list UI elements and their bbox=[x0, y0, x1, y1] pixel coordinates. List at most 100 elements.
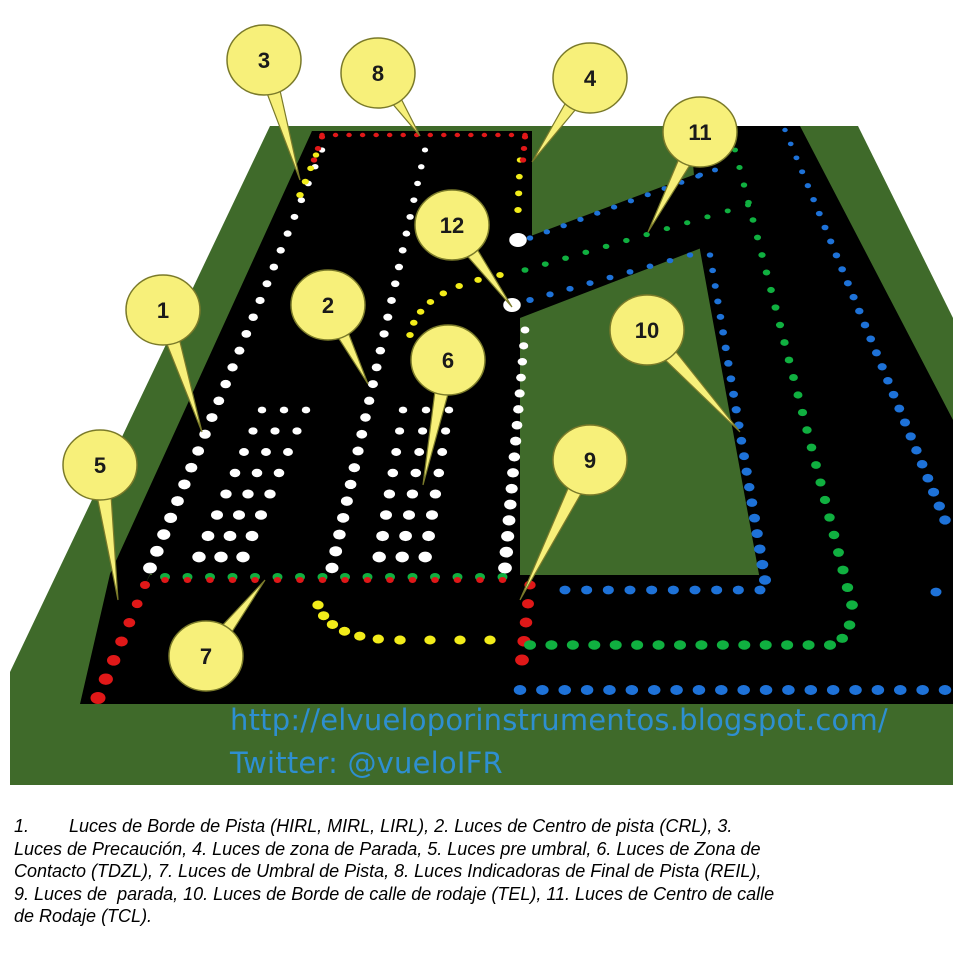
taxiway-edge-light bbox=[736, 436, 747, 445]
centerline-light bbox=[379, 330, 389, 338]
taxiway-edge-light bbox=[855, 307, 864, 315]
tdz-light bbox=[239, 448, 249, 456]
centerline-light bbox=[340, 496, 353, 506]
taxiway-edge-light bbox=[711, 585, 723, 595]
taxiway-edge-light bbox=[871, 349, 881, 357]
taxiway-edge-light bbox=[726, 375, 736, 383]
taxiway-edge-light bbox=[739, 452, 749, 461]
tdz-light bbox=[245, 530, 259, 542]
stop-bar-light bbox=[509, 233, 527, 247]
pre-threshold-light bbox=[115, 636, 128, 647]
taxiway-edge-light bbox=[815, 210, 823, 217]
callout-bubble-fill bbox=[416, 191, 488, 259]
centerline-light bbox=[410, 197, 418, 203]
taxiway-center-light bbox=[704, 214, 711, 220]
taxiway-edge-light bbox=[746, 498, 758, 507]
taxiway-edge-light bbox=[754, 544, 766, 554]
taxiway-center-light bbox=[631, 640, 644, 650]
taxiway-center-light bbox=[758, 252, 766, 258]
callout-number: 9 bbox=[584, 448, 596, 473]
runway-edge-light bbox=[519, 342, 529, 350]
caution-light bbox=[439, 290, 448, 297]
tdz-light bbox=[376, 530, 389, 542]
centerline-light bbox=[352, 446, 364, 456]
reil-light bbox=[332, 132, 339, 138]
taxiway-edge-light bbox=[670, 685, 683, 695]
taxiway-edge-light bbox=[751, 529, 763, 539]
taxiway-edge-light bbox=[692, 685, 706, 695]
centerline-light bbox=[398, 247, 407, 254]
pre-threshold-light bbox=[90, 692, 106, 704]
taxiway-edge-light bbox=[827, 238, 835, 245]
tdz-light bbox=[248, 427, 258, 435]
taxiway-edge-light bbox=[843, 280, 852, 287]
taxiway-edge-light bbox=[602, 585, 614, 595]
taxiway-edge-light bbox=[689, 585, 701, 595]
taxiway-edge-light bbox=[804, 183, 812, 189]
tdz-light bbox=[192, 551, 206, 563]
reil-light bbox=[481, 132, 488, 138]
taxiway-edge-light bbox=[744, 482, 755, 492]
runway-edge-light bbox=[157, 529, 171, 540]
caution-light bbox=[296, 192, 304, 198]
caution-light bbox=[474, 276, 482, 283]
reil-light bbox=[386, 132, 393, 138]
taxiway-edge-light bbox=[849, 293, 858, 301]
taxiway-edge-light bbox=[644, 192, 651, 198]
taxiway-edge-light bbox=[627, 198, 635, 204]
reil-light bbox=[495, 132, 501, 138]
threshold-light bbox=[273, 577, 282, 583]
taxiway-edge-light bbox=[888, 390, 899, 399]
taxiway-edge-light bbox=[721, 344, 730, 352]
tdz-light bbox=[251, 468, 263, 478]
taxiway-center-light bbox=[841, 582, 854, 593]
callout-bubble-fill bbox=[228, 26, 300, 94]
centerline-light bbox=[348, 463, 361, 473]
taxiway-edge-light bbox=[894, 685, 907, 695]
runway-end-light bbox=[520, 145, 528, 152]
callout-bubble-fill bbox=[554, 44, 626, 112]
caution-light bbox=[372, 634, 384, 644]
callout-bubble-fill bbox=[127, 276, 199, 344]
tdz-light bbox=[437, 448, 448, 456]
tdz-light bbox=[422, 530, 435, 542]
tdz-light bbox=[398, 406, 408, 414]
caution-light bbox=[515, 173, 523, 180]
callout-number: 10 bbox=[635, 318, 659, 343]
callout-5: 5 bbox=[62, 429, 138, 501]
taxiway-edge-light bbox=[558, 685, 571, 695]
taxiway-edge-light bbox=[741, 467, 752, 476]
taxiway-center-light bbox=[828, 530, 840, 540]
taxiway-center-light bbox=[695, 640, 708, 650]
caution-light bbox=[394, 635, 406, 645]
taxiway-edge-light bbox=[799, 169, 806, 175]
centerline-light bbox=[337, 512, 350, 523]
callout-number: 7 bbox=[200, 644, 212, 669]
taxiway-edge-light bbox=[793, 155, 800, 161]
reil-light bbox=[359, 132, 366, 138]
taxiway-center-light bbox=[833, 548, 844, 557]
taxiway-edge-light bbox=[732, 585, 744, 595]
taxiway-center-light bbox=[819, 495, 831, 505]
tdz-light bbox=[433, 468, 445, 478]
taxiway-edge-light bbox=[603, 685, 616, 695]
threshold-light bbox=[476, 577, 484, 583]
taxiway-edge-light bbox=[749, 513, 760, 523]
tdz-light bbox=[444, 406, 454, 414]
reil-light bbox=[400, 132, 406, 138]
taxiway-center-light bbox=[836, 633, 848, 643]
reil-light bbox=[319, 132, 325, 138]
caution-light bbox=[338, 626, 351, 636]
taxiway-edge-light bbox=[706, 252, 714, 258]
taxiway-center-light bbox=[811, 461, 821, 469]
taxiway-edge-light bbox=[938, 685, 952, 695]
runway-edge-light bbox=[192, 446, 205, 456]
runway-edge-light bbox=[248, 313, 258, 321]
caution-light bbox=[454, 635, 466, 645]
taxiway-edge-light bbox=[580, 685, 594, 695]
taxiway-center-light bbox=[684, 220, 691, 226]
pre-threshold-light bbox=[98, 673, 113, 685]
tdz-light bbox=[399, 530, 412, 542]
tdz-light bbox=[395, 551, 409, 563]
taxiway-edge-light bbox=[838, 266, 846, 273]
